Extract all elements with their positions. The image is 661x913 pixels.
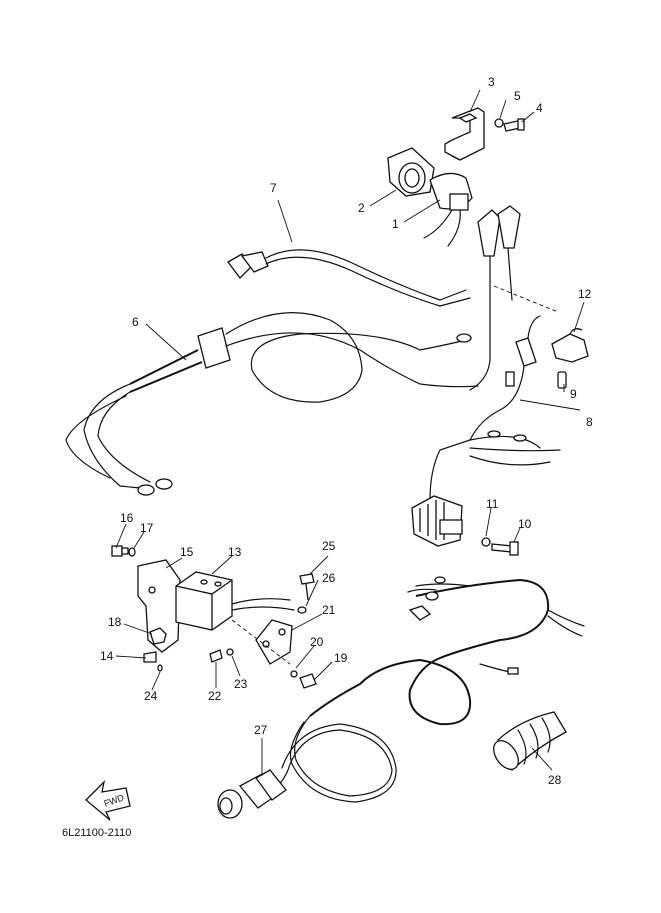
callout-24: 24 — [144, 689, 158, 703]
washer-26[interactable] — [297, 606, 307, 614]
bolt-22[interactable] — [209, 649, 223, 663]
callout-22: 22 — [208, 689, 222, 703]
screw-4[interactable] — [503, 118, 525, 132]
callout-28: 28 — [548, 773, 562, 787]
bracket-15[interactable] — [137, 559, 181, 653]
callout-23: 23 — [234, 677, 248, 691]
callout-12: 12 — [578, 287, 592, 301]
nut-18[interactable] — [149, 627, 167, 645]
bolt-19[interactable] — [299, 673, 317, 689]
bolt-25[interactable] — [299, 573, 315, 601]
reference-line — [493, 285, 559, 313]
callout-20: 20 — [310, 635, 324, 649]
callout-18: 18 — [108, 615, 122, 629]
main-wire-harness[interactable] — [309, 576, 585, 726]
washer-20[interactable] — [290, 670, 298, 678]
fwd-arrow-icon: FWD — [85, 780, 131, 821]
fuse-holder-12[interactable] — [551, 328, 589, 363]
callout-8: 8 — [586, 415, 593, 429]
callout-1: 1 — [392, 217, 399, 231]
drawing-code: 6L21100-2110 — [62, 827, 131, 839]
grommet-28[interactable] — [489, 711, 567, 774]
callout-6: 6 — [132, 315, 139, 329]
callout-9: 9 — [570, 387, 577, 401]
wire-lead-8[interactable] — [429, 315, 561, 501]
washer-11[interactable] — [481, 537, 491, 547]
callout-17: 17 — [140, 521, 154, 535]
plate-21[interactable] — [255, 619, 293, 665]
solenoid-13[interactable] — [175, 571, 295, 631]
fuse-9[interactable] — [557, 371, 567, 389]
callout-21: 21 — [322, 603, 336, 617]
callout-11: 11 — [486, 497, 499, 511]
callout-19: 19 — [334, 651, 348, 665]
regulator[interactable] — [411, 495, 463, 547]
callout-26: 26 — [322, 571, 336, 585]
washer-23[interactable] — [226, 648, 234, 656]
washer-5[interactable] — [494, 118, 504, 128]
wire-harness-7[interactable] — [227, 249, 471, 307]
leader-lines — [115, 89, 585, 776]
bolt-16[interactable] — [111, 545, 129, 557]
callout-5: 5 — [514, 89, 521, 103]
battery-cable-6[interactable] — [65, 311, 479, 496]
reference-line — [231, 619, 291, 665]
callout-15: 15 — [180, 545, 194, 559]
main-harness-27[interactable] — [217, 715, 397, 819]
callout-25: 25 — [322, 539, 336, 553]
cable-cap[interactable] — [469, 205, 521, 391]
washer-17[interactable] — [128, 547, 136, 557]
callout-7: 7 — [270, 181, 277, 195]
callout-27: 27 — [254, 723, 268, 737]
bolt-14[interactable] — [143, 651, 157, 663]
callout-3: 3 — [488, 75, 495, 89]
callout-16: 16 — [120, 511, 134, 525]
holder-2[interactable] — [387, 147, 435, 197]
callout-4: 4 — [536, 101, 543, 115]
washer-24[interactable] — [157, 664, 163, 672]
callout-14: 14 — [100, 649, 114, 663]
callout-10: 10 — [518, 517, 532, 531]
rectifier-1[interactable] — [423, 172, 473, 247]
callout-13: 13 — [228, 545, 242, 559]
callout-2: 2 — [358, 201, 365, 215]
bolt-10[interactable] — [491, 541, 519, 556]
callout-labels: 1 2 3 4 5 6 7 8 9 10 11 12 13 14 15 16 1… — [100, 75, 593, 787]
bracket-3[interactable] — [444, 107, 485, 161]
